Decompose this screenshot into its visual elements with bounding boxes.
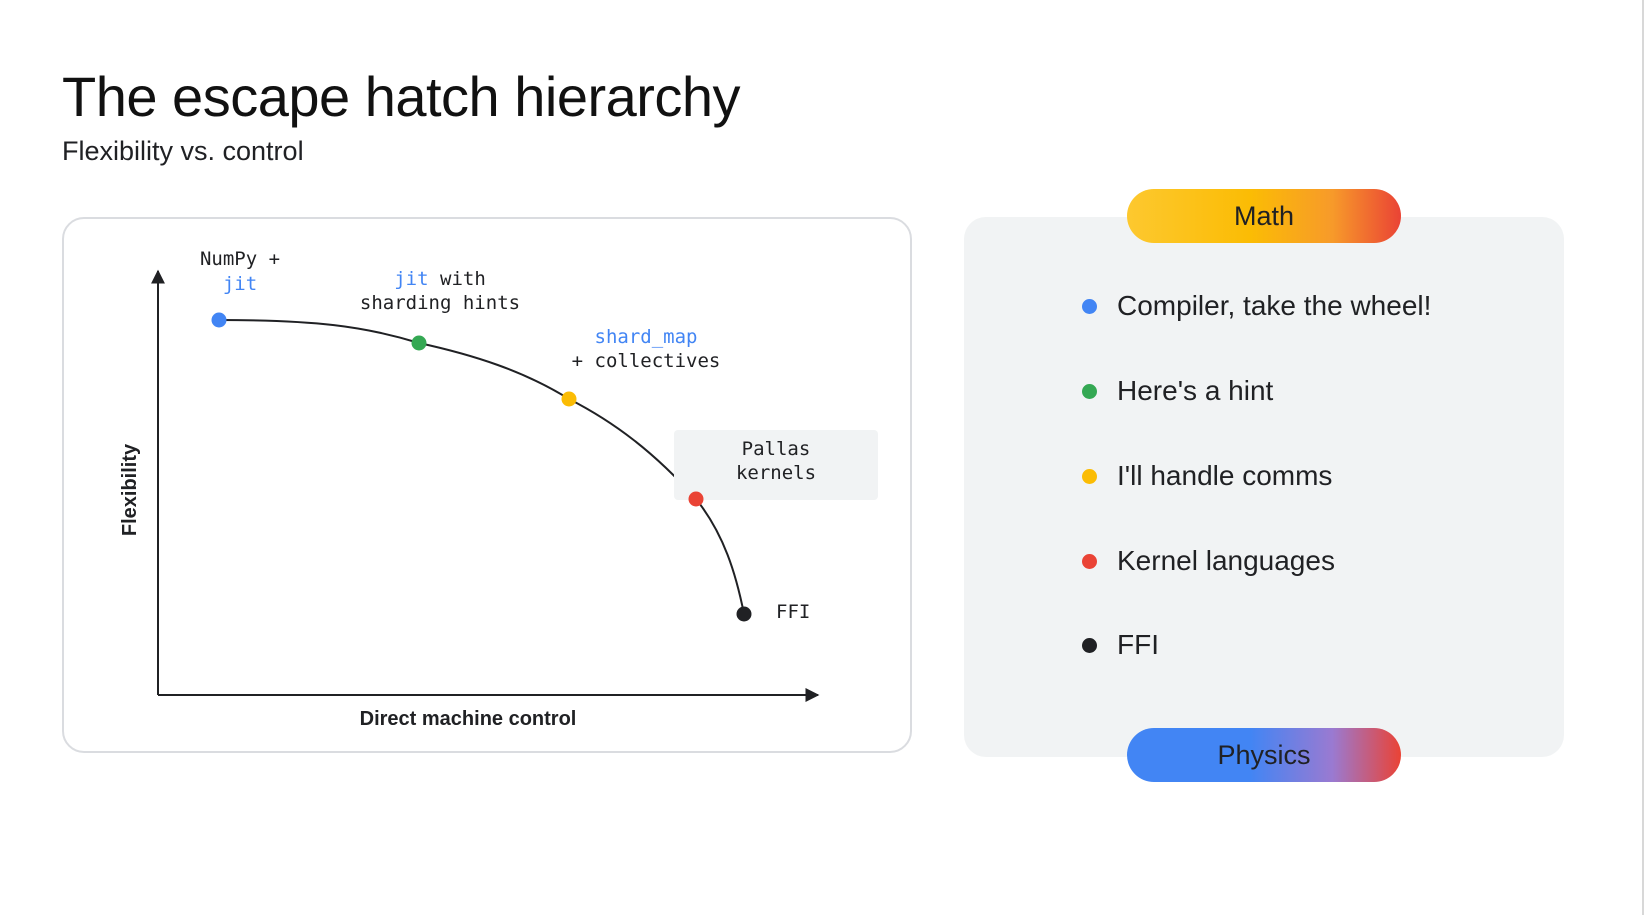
legend-item-label: I'll handle comms bbox=[1117, 460, 1333, 491]
physics-pill: Physics bbox=[1127, 728, 1401, 782]
escape-hatch-diagram: Flexibility Direct machine control NumPy… bbox=[119, 248, 878, 730]
diagram-label-jit-sharding-line-2: sharding hints bbox=[360, 292, 520, 314]
diagram-point-numpy bbox=[211, 312, 227, 328]
legend-dot-icon bbox=[1082, 553, 1097, 569]
math-pill: Math bbox=[1127, 189, 1401, 243]
diagram-label-shard-map-line-2: + collectives bbox=[572, 350, 721, 372]
legend-item-label: Kernel languages bbox=[1117, 545, 1335, 576]
legend-item-label: Compiler, take the wheel! bbox=[1117, 290, 1432, 321]
legend-item: I'll handle comms bbox=[1082, 460, 1332, 492]
pallas-label-box bbox=[674, 430, 878, 500]
diagram-label-numpy-line-2: jit bbox=[223, 273, 257, 295]
diagram-label-jit-sharding-line-1: jit with bbox=[394, 268, 486, 290]
legend-item-label: FFI bbox=[1117, 629, 1159, 660]
diagram-label-pallas-line-1: Pallas bbox=[742, 438, 811, 460]
slide-right-border bbox=[1642, 0, 1644, 915]
y-axis-label: Flexibility bbox=[119, 443, 141, 536]
legend-item: Kernel languages bbox=[1082, 545, 1335, 577]
diagram-point-ffi bbox=[736, 606, 752, 622]
legend-dot-icon bbox=[1082, 468, 1097, 484]
legend-card bbox=[964, 217, 1564, 757]
legend-item: Compiler, take the wheel! bbox=[1082, 290, 1431, 322]
legend-dot-icon bbox=[1082, 383, 1097, 399]
diagram-label-pallas-line-2: kernels bbox=[736, 462, 816, 484]
diagram-card: Flexibility Direct machine control NumPy… bbox=[62, 217, 912, 753]
legend-item: Here's a hint bbox=[1082, 375, 1273, 407]
legend-item-label: Here's a hint bbox=[1117, 375, 1274, 406]
slide-subtitle: Flexibility vs. control bbox=[62, 136, 304, 166]
diagram-label-ffi-line-1: FFI bbox=[776, 601, 810, 623]
slide-title: The escape hatch hierarchy bbox=[62, 65, 741, 128]
diagram-point-shard-map bbox=[561, 391, 577, 407]
diagram-label-shard-map-line-1: shard_map bbox=[595, 326, 698, 348]
legend-dot-icon bbox=[1082, 298, 1097, 314]
x-axis-label: Direct machine control bbox=[360, 708, 577, 730]
diagram-point-pallas bbox=[688, 491, 704, 507]
legend-dot-icon bbox=[1082, 637, 1097, 653]
diagram-points bbox=[211, 312, 752, 622]
diagram-point-jit-sharding bbox=[411, 335, 427, 351]
legend-item: FFI bbox=[1082, 629, 1159, 661]
diagram-label-numpy-line-1: NumPy + bbox=[200, 248, 280, 270]
